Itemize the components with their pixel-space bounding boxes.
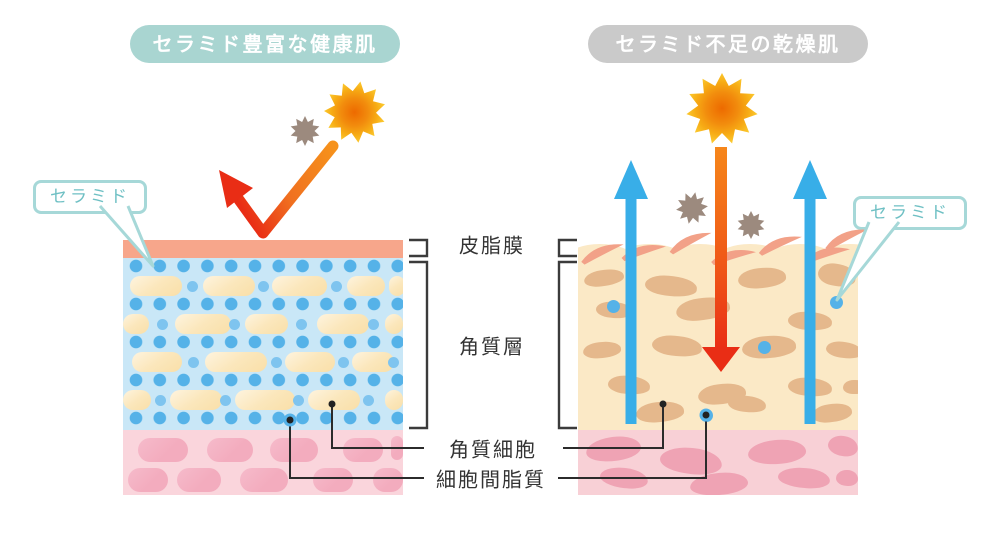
ceramide-dot-icon [156, 318, 168, 330]
allergen-burst-icon [737, 211, 765, 239]
corneocyte-cell [308, 390, 360, 410]
ceramide-dot-icon [367, 318, 379, 330]
ceramide-dot-icon [154, 394, 166, 406]
shrunken-corneocyte-cell [843, 380, 858, 394]
inner-skin-cell [207, 438, 253, 462]
corneocyte-cell [203, 276, 255, 296]
corneocyte-cell [175, 314, 231, 334]
inner-skin-cell [270, 438, 318, 462]
intercellular-lipid-label: 細胞間脂質 [436, 467, 546, 492]
corneocyte-cell [389, 276, 403, 296]
corneocyte-cell [385, 314, 403, 334]
corneocyte-cell [245, 314, 288, 334]
ceramide-dot-icon [295, 318, 307, 330]
ceramide-dot-icon [187, 356, 199, 368]
ceramide-dot-icon [387, 356, 399, 368]
ceramide-dot-icon [270, 356, 282, 368]
ceramide-dot-icon [228, 318, 240, 330]
ceramide-bubble-left: セラミド [33, 180, 147, 214]
stratum-corneum-label: 角質層 [459, 334, 525, 359]
healthy-skin-panel [123, 240, 403, 495]
corneocyte-cell [130, 276, 182, 296]
inner-skin-cell [391, 436, 403, 460]
allergen-burst-icon [290, 116, 320, 146]
inner-skin-cell [373, 468, 403, 492]
stratum-corneum-layer [123, 258, 403, 430]
sebum-film-label: 皮脂膜 [459, 233, 525, 258]
uv-reflected-arrow-icon [219, 140, 339, 239]
corneocyte-cell [347, 276, 385, 296]
inner-skin-layer [123, 430, 403, 495]
corneocyte-cell [170, 390, 222, 410]
corneocyte-cell [285, 352, 335, 372]
corneocyte-cell [123, 390, 151, 410]
ceramide-dot-icon [699, 408, 713, 422]
corneocyte-cell [272, 276, 327, 296]
ceramide-dot-icon [606, 299, 620, 313]
ceramide-dot-icon [829, 295, 843, 309]
ceramide-dot-icon [257, 280, 269, 292]
inner-skin-cell [128, 468, 168, 492]
sun-icon [686, 73, 758, 144]
inner-skin-cell [177, 468, 221, 492]
ceramide-dot-icon [330, 280, 342, 292]
sun-icon [324, 81, 385, 143]
corneocyte-cell [132, 352, 182, 372]
ceramide-dot-icon [186, 280, 198, 292]
inner-skin-cell [836, 470, 858, 486]
dry-skin-title-badge: セラミド不足の乾燥肌 [588, 25, 868, 63]
healthy-skin-title-badge: セラミド豊富な健康肌 [130, 25, 400, 63]
corneocyte-cell [317, 314, 369, 334]
allergen-burst-icon [676, 192, 708, 224]
corneocyte-cell [235, 390, 295, 410]
inner-skin-cell [343, 438, 383, 462]
inner-skin-cell [138, 438, 188, 462]
inner-skin-cell [313, 468, 353, 492]
ceramide-bubble-right: セラミド [853, 196, 967, 230]
ceramide-dot-icon [219, 394, 231, 406]
corneocyte-cell [352, 352, 394, 372]
ceramide-dot-icon [292, 394, 304, 406]
corneocyte-cell [123, 314, 149, 334]
dry-skin-panel [578, 240, 858, 495]
sebum-film-layer [123, 240, 403, 258]
ceramide-dot-icon [337, 356, 349, 368]
ceramide-dot-icon [362, 394, 374, 406]
corneocyte-label: 角質細胞 [449, 437, 537, 462]
corneocyte-cell [385, 390, 403, 410]
inner-skin-cell [240, 468, 288, 492]
corneocyte-cell [205, 352, 267, 372]
ceramide-dot-icon [757, 340, 771, 354]
